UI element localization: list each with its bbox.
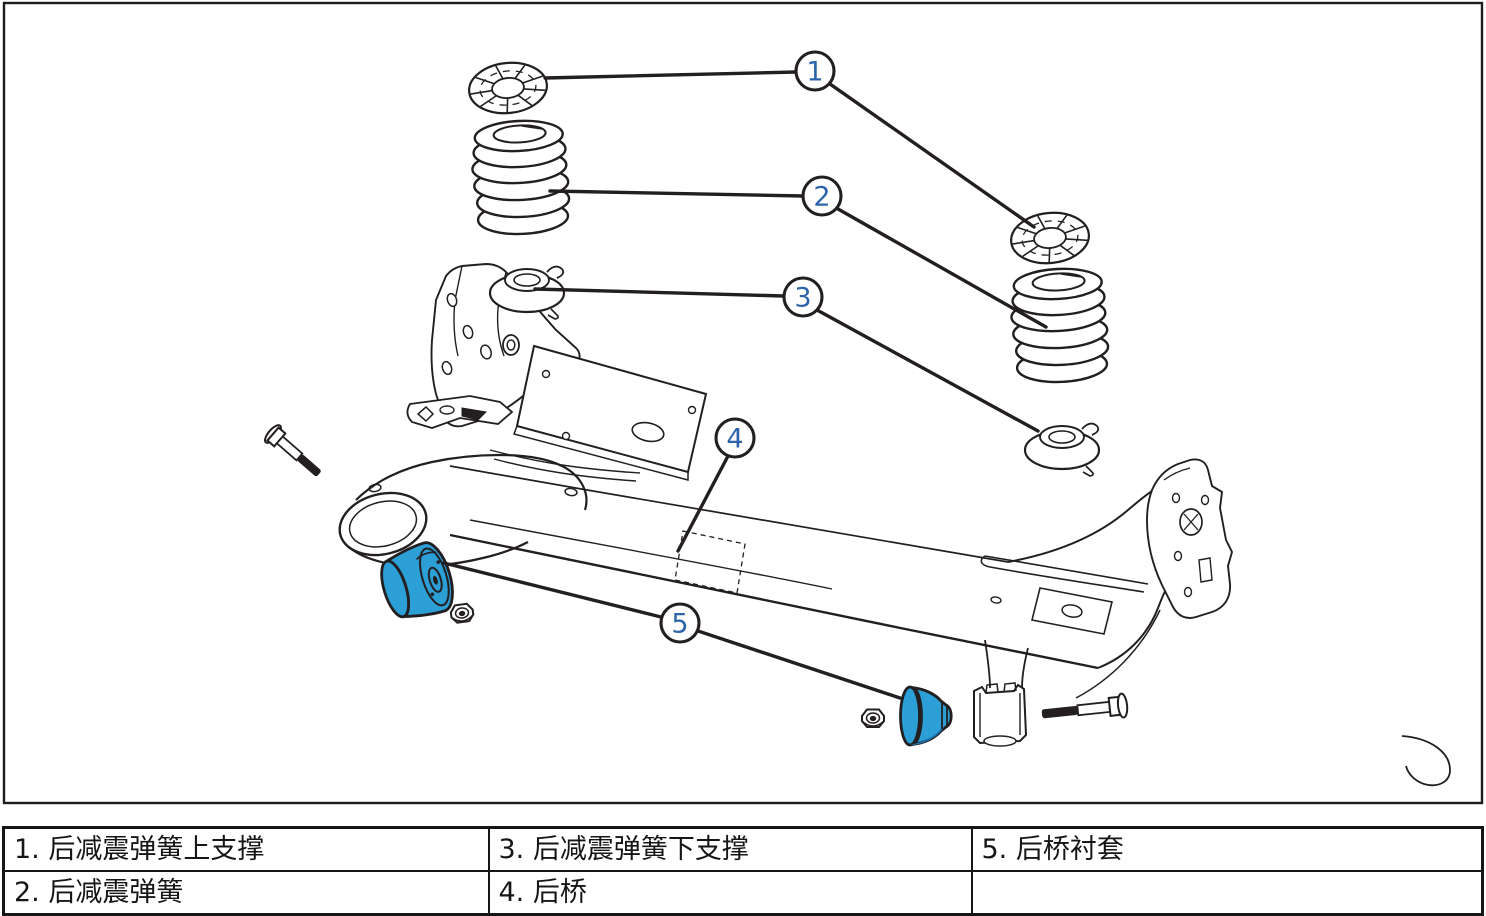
left-shock-bracket [406, 263, 708, 482]
left-axle-bushing [380, 541, 454, 619]
leader-2-right [836, 207, 1048, 329]
leader-5-right [696, 629, 902, 700]
callout-4: 4 [714, 417, 756, 459]
legend-cell-spring: 2. 后减震弹簧 [2, 870, 490, 916]
callout-1-circle [794, 50, 836, 92]
callout-4-number: 4 [726, 424, 743, 455]
right-axle-bushing [899, 685, 953, 747]
callout-1: 1 [794, 50, 836, 92]
callout-4-circle [714, 417, 756, 459]
legend-cell-empty [970, 870, 1484, 916]
callout-2-circle [801, 175, 843, 217]
upper-support-left [465, 57, 551, 119]
coil-spring-right [1007, 265, 1111, 386]
callout-3-number: 3 [794, 283, 811, 314]
right-clamp-bracket [973, 682, 1028, 747]
callout-1-number: 1 [806, 57, 823, 88]
leader-3-right [815, 308, 1040, 433]
legend-cell-lower-support: 3. 后减震弹簧下支撑 [487, 826, 973, 872]
callout-2-number: 2 [813, 182, 830, 213]
legend-row-1: 1. 后减震弹簧上支撑 3. 后减震弹簧下支撑 5. 后桥衬套 [2, 826, 1484, 872]
callout-2: 2 [801, 175, 843, 217]
beam-label-dashed-box [674, 530, 746, 594]
leader-1-left [543, 70, 798, 80]
callout-5-number: 5 [671, 609, 688, 640]
legend-cell-upper-support: 1. 后减震弹簧上支撑 [2, 826, 490, 872]
legend-row-2: 2. 后减震弹簧 4. 后桥 [2, 870, 1484, 916]
coil-spring-left [468, 117, 572, 238]
callout-5-circle [659, 602, 701, 644]
leader-4 [676, 454, 730, 553]
leader-1-right [828, 82, 1036, 229]
left-bushing-nut [448, 602, 476, 625]
diagram-border [2, 1, 1484, 805]
right-bushing-nut [861, 708, 885, 728]
right-mount-bolt [1041, 692, 1129, 719]
callout-3-circle [782, 276, 824, 318]
legend-cell-axle-bushing: 5. 后桥衬套 [970, 826, 1484, 872]
callout-3: 3 [782, 276, 824, 318]
leader-3-left [533, 287, 786, 298]
leader-5-left [442, 561, 663, 619]
callout-5: 5 [659, 602, 701, 644]
legend-table: 1. 后减震弹簧上支撑 3. 后减震弹簧下支撑 5. 后桥衬套 2. 后减震弹簧… [2, 826, 1484, 916]
left-mount-bolt [264, 424, 321, 477]
right-spindle-plate [1146, 458, 1234, 619]
rear-axle-beam [338, 453, 1451, 787]
leader-2-left [548, 189, 805, 198]
leader-lines [442, 70, 1048, 700]
legend-cell-rear-axle: 4. 后桥 [487, 870, 973, 916]
